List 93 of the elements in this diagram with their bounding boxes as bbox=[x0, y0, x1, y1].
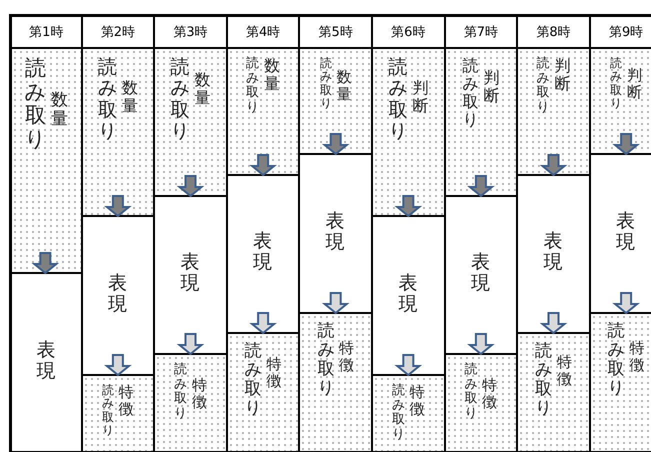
down-arrow bbox=[467, 175, 495, 198]
period-header: 第6時 bbox=[391, 24, 426, 41]
down-arrow bbox=[394, 354, 422, 376]
aspect-text: 特徴 bbox=[556, 354, 572, 390]
reading-step-box bbox=[82, 48, 154, 216]
step-text: 表現 bbox=[36, 340, 56, 384]
period-header: 第8時 bbox=[536, 24, 571, 41]
aspect-text: 数量 bbox=[194, 71, 211, 109]
expression-step-box bbox=[299, 154, 372, 313]
reading-step-box bbox=[590, 48, 651, 154]
step-text: 読み取り bbox=[98, 57, 118, 144]
step-text: 読み取り bbox=[244, 342, 262, 420]
step-text: 読み取り bbox=[24, 57, 46, 153]
step-text: 表現 bbox=[108, 272, 128, 317]
reading-step-box bbox=[226, 48, 300, 175]
aspect-text: 数量 bbox=[264, 57, 280, 95]
step-text: 読み取り bbox=[462, 57, 479, 131]
reading-step-box bbox=[372, 48, 445, 216]
reading-step-box bbox=[517, 333, 590, 452]
aspect-text: 判断 bbox=[554, 57, 571, 95]
down-arrow bbox=[612, 292, 640, 314]
period-header: 第5時 bbox=[318, 24, 353, 41]
period-header: 第7時 bbox=[464, 24, 498, 41]
step-text: 読み取り bbox=[534, 342, 553, 420]
period-header: 第3時 bbox=[173, 24, 208, 41]
aspect-text: 数量 bbox=[50, 91, 68, 132]
down-arrow bbox=[104, 354, 132, 376]
down-arrow bbox=[394, 195, 422, 218]
aspect-text: 特徴 bbox=[266, 356, 282, 392]
down-arrow bbox=[104, 195, 132, 218]
down-arrow bbox=[176, 333, 204, 356]
step-text: 読み取り bbox=[610, 57, 623, 112]
reading-step-box bbox=[299, 48, 372, 154]
reading-step-box bbox=[444, 48, 518, 196]
step-text: 表現 bbox=[326, 210, 346, 255]
step-text: 読み取り bbox=[174, 363, 188, 423]
reading-step-box bbox=[226, 333, 300, 452]
down-arrow bbox=[322, 133, 350, 156]
aspect-text: 数量 bbox=[336, 69, 352, 105]
expression-step-box bbox=[226, 175, 300, 333]
down-arrow bbox=[540, 154, 568, 176]
reading-step-box bbox=[154, 354, 227, 452]
step-text: 表現 bbox=[616, 210, 636, 255]
down-arrow bbox=[176, 175, 204, 198]
step-text: 表現 bbox=[253, 231, 274, 276]
step-text: 読み取り bbox=[170, 57, 190, 144]
reading-step-box bbox=[372, 375, 445, 452]
step-text: 読み取り bbox=[246, 57, 260, 117]
reading-step-box bbox=[154, 48, 227, 196]
aspect-text: 判断 bbox=[412, 79, 429, 117]
step-text: 読み取り bbox=[316, 322, 335, 400]
down-arrow bbox=[322, 292, 350, 314]
down-arrow bbox=[32, 252, 60, 274]
step-text: 読み取り bbox=[536, 57, 550, 117]
period-header: 第2時 bbox=[100, 24, 136, 41]
aspect-text: 特徴 bbox=[118, 384, 134, 420]
expression-step-box bbox=[444, 196, 518, 354]
down-arrow bbox=[467, 333, 495, 356]
aspect-text: 特徴 bbox=[409, 384, 425, 420]
down-arrow bbox=[249, 154, 277, 176]
expression-step-box bbox=[154, 196, 227, 354]
aspect-text: 特徴 bbox=[482, 377, 498, 413]
down-arrow bbox=[612, 133, 640, 156]
period-header: 第4時 bbox=[246, 24, 280, 41]
reading-step-box bbox=[82, 375, 154, 452]
expression-step-box bbox=[82, 216, 154, 375]
aspect-text: 判断 bbox=[626, 67, 642, 103]
period-header: 第1時 bbox=[29, 24, 64, 41]
reading-step-box bbox=[299, 313, 372, 452]
step-text: 読み取り bbox=[392, 384, 406, 444]
aspect-text: 特徴 bbox=[191, 377, 208, 413]
down-arrow bbox=[540, 312, 568, 334]
step-text: 表現 bbox=[470, 252, 491, 296]
aspect-text: 特徴 bbox=[629, 340, 645, 376]
step-text: 読み取り bbox=[607, 322, 626, 400]
step-text: 表現 bbox=[180, 252, 200, 296]
aspect-text: 判断 bbox=[482, 69, 500, 107]
reading-step-box bbox=[444, 354, 518, 452]
reading-step-box bbox=[9, 48, 82, 273]
step-text: 読み取り bbox=[102, 384, 114, 440]
step-text: 読み取り bbox=[320, 57, 332, 112]
reading-step-box bbox=[517, 48, 590, 175]
down-arrow bbox=[249, 312, 277, 334]
step-text: 表現 bbox=[398, 272, 418, 317]
step-text: 表現 bbox=[544, 231, 564, 276]
aspect-text: 特徴 bbox=[338, 340, 354, 376]
step-text: 読み取り bbox=[388, 57, 408, 144]
period-header: 第9時 bbox=[608, 24, 644, 41]
expression-step-box bbox=[517, 175, 590, 333]
reading-step-box bbox=[590, 313, 651, 452]
aspect-text: 数量 bbox=[121, 79, 138, 117]
expression-step-box bbox=[372, 216, 445, 375]
step-text: 読み取り bbox=[464, 363, 478, 423]
